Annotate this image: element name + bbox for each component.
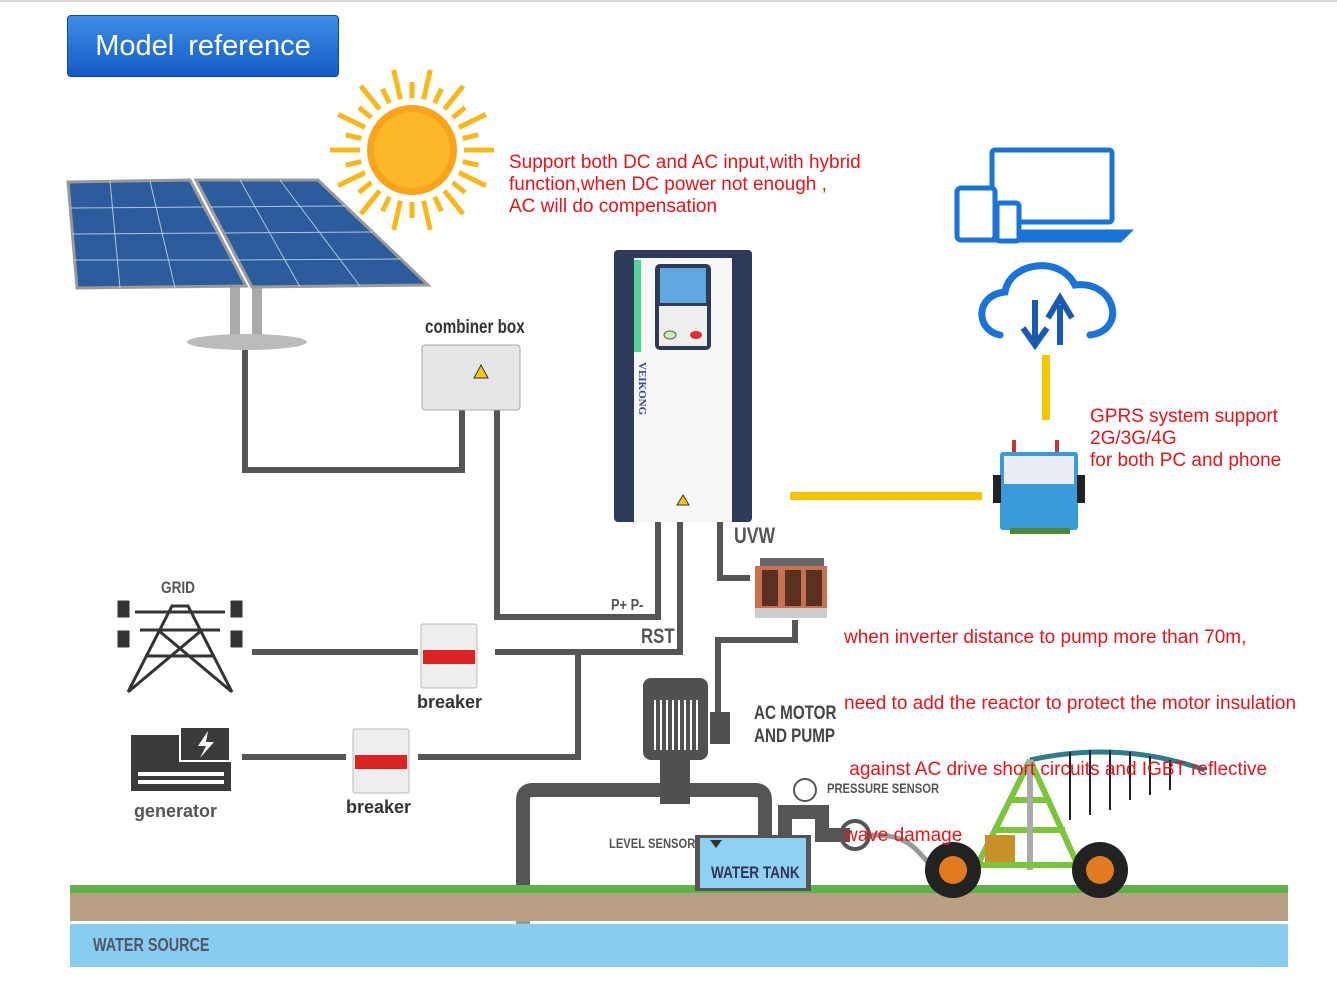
sun-ray bbox=[345, 159, 362, 168]
reactor-note: when inverter distance to pump more than… bbox=[844, 583, 1296, 869]
breaker-grid-icon bbox=[420, 623, 478, 689]
valve-icon bbox=[839, 819, 871, 851]
sun-ray bbox=[457, 170, 487, 188]
grass bbox=[70, 885, 1288, 893]
page-title: Model reference bbox=[67, 15, 339, 77]
motor-label-line: AC MOTOR bbox=[754, 703, 837, 724]
breaker-generator-label: breaker bbox=[346, 797, 412, 817]
cloud-sync-icon bbox=[978, 262, 1117, 351]
rst-label: RST bbox=[641, 625, 675, 648]
sun-ray bbox=[391, 69, 403, 100]
motor-pump-icon bbox=[643, 678, 730, 804]
breaker-generator-icon bbox=[352, 728, 410, 794]
soil bbox=[70, 893, 1288, 921]
reactor-icon bbox=[755, 558, 827, 618]
sun-ray bbox=[432, 87, 444, 105]
wire-combiner-to-dc bbox=[494, 410, 661, 620]
note-line: need to add the reactor to protect the m… bbox=[844, 693, 1297, 714]
power-wires bbox=[242, 345, 798, 760]
sun-icon bbox=[330, 69, 494, 231]
sun-ray bbox=[345, 132, 362, 141]
hose bbox=[869, 832, 932, 867]
sun-ray bbox=[442, 189, 466, 216]
wire-uvw bbox=[717, 522, 750, 581]
wire-rst bbox=[495, 522, 683, 655]
water-source-label: WATER SOURCE bbox=[93, 935, 210, 955]
sun-ray bbox=[357, 105, 373, 120]
dc-terminal-label: P+ P- bbox=[611, 597, 644, 614]
generator-label: generator bbox=[134, 801, 218, 821]
water-tank-icon bbox=[695, 835, 811, 891]
top-border bbox=[0, 0, 1337, 2]
sun-ray bbox=[337, 112, 367, 130]
note-line: wave damage bbox=[844, 825, 963, 846]
sun-ray bbox=[380, 195, 392, 213]
wire-panel-to-combiner bbox=[242, 345, 465, 473]
sun-ray bbox=[391, 200, 403, 231]
devices-icon bbox=[954, 147, 1135, 244]
combiner-box-label: combiner box bbox=[425, 317, 525, 338]
combiner-box-icon bbox=[421, 344, 521, 411]
sun-ray bbox=[380, 87, 392, 105]
solar-panel-icon bbox=[66, 178, 432, 350]
generator-icon bbox=[131, 726, 231, 791]
note-line: when inverter distance to pump more than… bbox=[844, 627, 1247, 648]
sun-ray bbox=[457, 112, 487, 130]
water-source bbox=[70, 924, 1288, 967]
sun-ray bbox=[337, 170, 367, 188]
brand-logo: VEIKONG bbox=[636, 362, 648, 416]
pressure-gauge-icon bbox=[793, 778, 817, 802]
inverter-icon bbox=[614, 250, 752, 522]
grid-label: GRID bbox=[161, 578, 195, 597]
sun-ray bbox=[357, 180, 373, 195]
wire-generator-breaker bbox=[418, 652, 581, 760]
motor-label-line: AND PUMP bbox=[754, 726, 836, 747]
wire-reactor-motor bbox=[715, 620, 798, 715]
note-line: against AC drive short circuits and IGBT… bbox=[844, 759, 1268, 780]
uvw-label: UVW bbox=[734, 523, 776, 548]
note-line: GPRS system support bbox=[1090, 406, 1278, 427]
gprs-note: GPRS system support 2G/3G/4G for both PC… bbox=[1090, 406, 1281, 472]
pipes bbox=[516, 783, 850, 935]
note-line: for both PC and phone bbox=[1090, 450, 1282, 471]
note-line: Support both DC and AC input,with hybrid bbox=[509, 152, 861, 173]
level-sensor-label: LEVEL SENSOR bbox=[609, 835, 696, 851]
note-line: 2G/3G/4G bbox=[1090, 428, 1177, 449]
breaker-grid-label: breaker bbox=[417, 692, 483, 712]
motor-label: AC MOTOR AND PUMP bbox=[754, 702, 836, 748]
sun-ray bbox=[451, 180, 467, 195]
note-line: function,when DC power not enough , bbox=[509, 174, 827, 195]
irrigation-pivot-icon bbox=[925, 749, 1206, 898]
sun-ray bbox=[421, 69, 433, 100]
water-tank-label: WATER TANK bbox=[711, 863, 800, 882]
pressure-sensor-label: PRESSURE SENSOR bbox=[827, 780, 940, 796]
sun-ray bbox=[421, 200, 433, 231]
sun-ray bbox=[432, 195, 444, 213]
hybrid-note: Support both DC and AC input,with hybrid… bbox=[509, 152, 861, 218]
gprs-module-icon bbox=[993, 440, 1085, 534]
sun-ray bbox=[462, 159, 479, 168]
note-line: AC will do compensation bbox=[509, 196, 718, 217]
sun-ray bbox=[451, 105, 467, 120]
sun-ray bbox=[442, 84, 466, 111]
sun-ray bbox=[358, 189, 382, 216]
sun-ray bbox=[462, 132, 479, 141]
sun-ray bbox=[358, 84, 382, 111]
grid-tower-icon bbox=[117, 600, 243, 694]
